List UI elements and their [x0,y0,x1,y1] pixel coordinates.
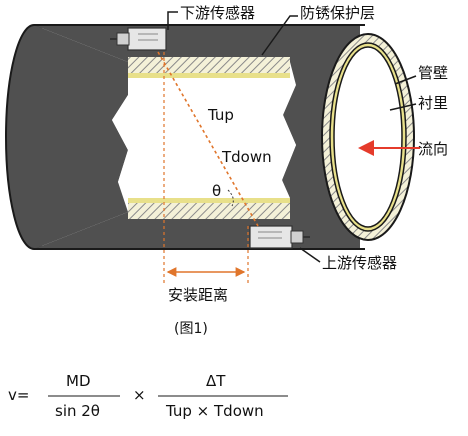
formula-numerator-1: MD [66,372,91,390]
tup-label: Tup [207,106,234,124]
upstream-sensor-label: 上游传感器 [322,254,397,272]
tdown-label: Tdown [221,148,272,166]
flow-direction-label: 流向 [418,140,448,158]
pipe-wall-label: 管壁 [418,64,448,82]
lining-label: 衬里 [418,94,448,112]
formula-denominator-2: Tup × Tdown [166,402,264,420]
leader-lines [167,11,417,263]
figure-caption: (图1) [174,321,208,337]
install-distance-label: 安装距离 [168,286,228,304]
pipe-inner-cutaway [112,57,296,219]
formula-times: × [133,386,146,404]
upstream-sensor [249,225,310,249]
downstream-sensor-label: 下游传感器 [180,4,255,22]
theta-label: θ [212,182,221,200]
pipe-cross-section [321,33,415,241]
sound-path [157,51,259,285]
formula-lhs: v= [8,386,30,404]
formula-numerator-2: ΔT [206,372,226,390]
formula-denominator-1: sin 2θ [55,402,100,420]
downstream-sensor [110,27,167,51]
anti-rust-label: 防锈保护层 [300,4,375,22]
